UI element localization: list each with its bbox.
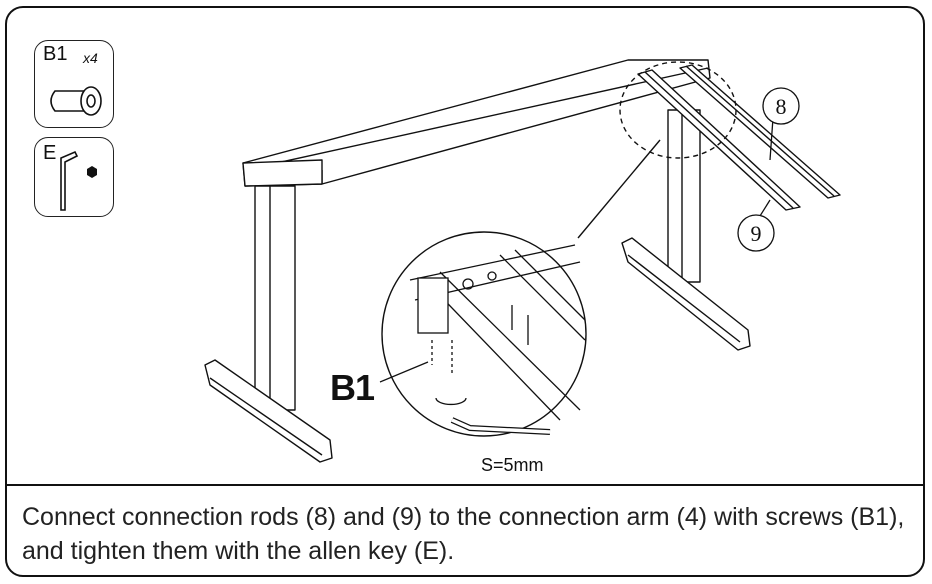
part-code: E	[43, 142, 57, 164]
part-code: B1	[43, 43, 68, 65]
part-card-e: E	[34, 137, 114, 217]
zoom-detail-circle	[381, 231, 587, 437]
callout-rod-8: 8	[762, 87, 800, 125]
rod-8-label: 8	[776, 94, 787, 119]
section-divider	[5, 484, 925, 486]
left-leg	[254, 185, 296, 411]
right-leg	[667, 109, 701, 283]
screw-icon	[50, 86, 102, 116]
part-quantity: x4	[83, 50, 98, 66]
right-foot	[621, 237, 751, 351]
rod-9-label: 9	[751, 221, 762, 246]
allen-key-size-label: S=5mm	[481, 455, 544, 475]
part-card-b1: B1 x4	[34, 40, 114, 128]
detail-region	[619, 61, 737, 159]
instruction-text: Connect connection rods (8) and (9) to t…	[22, 503, 905, 565]
callout-rod-9: 9	[737, 214, 775, 252]
screw-b1-callout: B1	[330, 367, 375, 408]
allen-key-icon	[60, 150, 97, 211]
left-foot	[204, 359, 333, 463]
